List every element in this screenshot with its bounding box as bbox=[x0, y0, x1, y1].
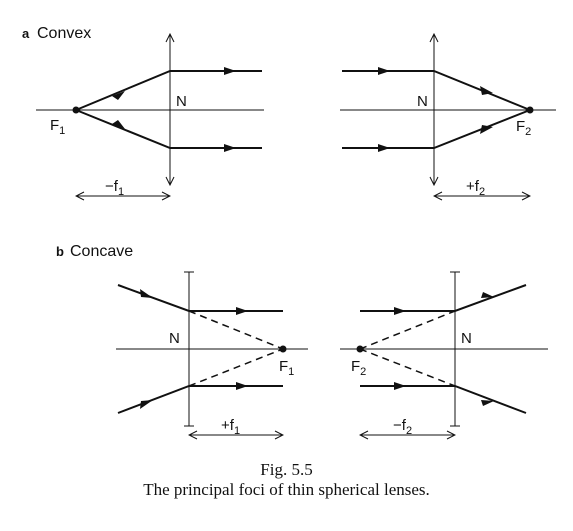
focus-label-f1: F1 bbox=[279, 358, 294, 378]
ray-arrow bbox=[480, 125, 493, 134]
ray-arrow bbox=[480, 86, 493, 95]
figure-number: Fig. 5.5 bbox=[260, 460, 313, 479]
concave-left-diagram: N F1 +f1 bbox=[116, 271, 308, 437]
panel-a-convex: a Convex N F1 −f1 bbox=[22, 25, 556, 198]
ray-arrow bbox=[112, 120, 125, 129]
figure-caption: The principal foci of thin spherical len… bbox=[143, 480, 430, 499]
virtual-ray bbox=[188, 348, 284, 387]
ray-arrow bbox=[378, 67, 390, 75]
ray-arrow bbox=[481, 292, 494, 298]
ray-arrow bbox=[236, 382, 248, 390]
ray-arrow bbox=[140, 400, 153, 409]
ray-arrow bbox=[224, 144, 236, 152]
focus-label-f2: F2 bbox=[351, 358, 366, 378]
center-label-n: N bbox=[417, 93, 428, 110]
ray-lower bbox=[75, 109, 262, 149]
focal-point-f2 bbox=[526, 106, 534, 114]
distance-label-pos-f1: +f1 bbox=[221, 417, 240, 437]
ray-upper bbox=[360, 284, 527, 312]
panel-a-letter: a bbox=[22, 26, 30, 41]
ray-upper bbox=[75, 70, 262, 111]
ray-arrow bbox=[140, 289, 153, 298]
virtual-ray bbox=[359, 348, 456, 387]
focal-point-f2 bbox=[356, 345, 364, 353]
virtual-ray bbox=[359, 310, 456, 350]
ray-lower bbox=[117, 385, 283, 414]
center-label-n: N bbox=[169, 330, 180, 347]
ray-upper bbox=[117, 284, 283, 312]
ray-arrow bbox=[394, 307, 406, 315]
focal-point-f1 bbox=[279, 345, 287, 353]
center-label-n: N bbox=[176, 93, 187, 110]
lens-diagram: a Convex N F1 −f1 bbox=[22, 25, 556, 460]
ray-lower bbox=[342, 109, 531, 149]
focal-point-f1 bbox=[72, 106, 80, 114]
virtual-ray bbox=[188, 310, 284, 350]
ray-upper bbox=[342, 70, 531, 111]
ray-arrow bbox=[394, 382, 406, 390]
convex-right-diagram: N F2 +f2 bbox=[340, 34, 556, 198]
distance-label-pos-f2: +f2 bbox=[466, 178, 485, 198]
panel-b-concave: b Concave N F1 +f1 bbox=[56, 243, 548, 437]
distance-label-neg-f2: −f2 bbox=[393, 417, 412, 437]
ray-arrow bbox=[224, 67, 236, 75]
distance-label-neg-f1: −f1 bbox=[105, 178, 124, 198]
panel-b-title: Concave bbox=[70, 243, 133, 260]
ray-arrow bbox=[378, 144, 390, 152]
panel-a-title: Convex bbox=[37, 25, 91, 42]
ray-lower bbox=[360, 385, 527, 414]
convex-left-diagram: N F1 −f1 bbox=[36, 34, 264, 198]
panel-b-letter: b bbox=[56, 244, 64, 259]
center-label-n: N bbox=[461, 330, 472, 347]
focus-label-f1: F1 bbox=[50, 117, 65, 137]
concave-right-diagram: N F2 −f2 bbox=[340, 271, 548, 437]
focus-label-f2: F2 bbox=[516, 118, 531, 138]
ray-arrow bbox=[236, 307, 248, 315]
ray-arrow bbox=[112, 91, 125, 100]
ray-arrow bbox=[481, 400, 494, 406]
